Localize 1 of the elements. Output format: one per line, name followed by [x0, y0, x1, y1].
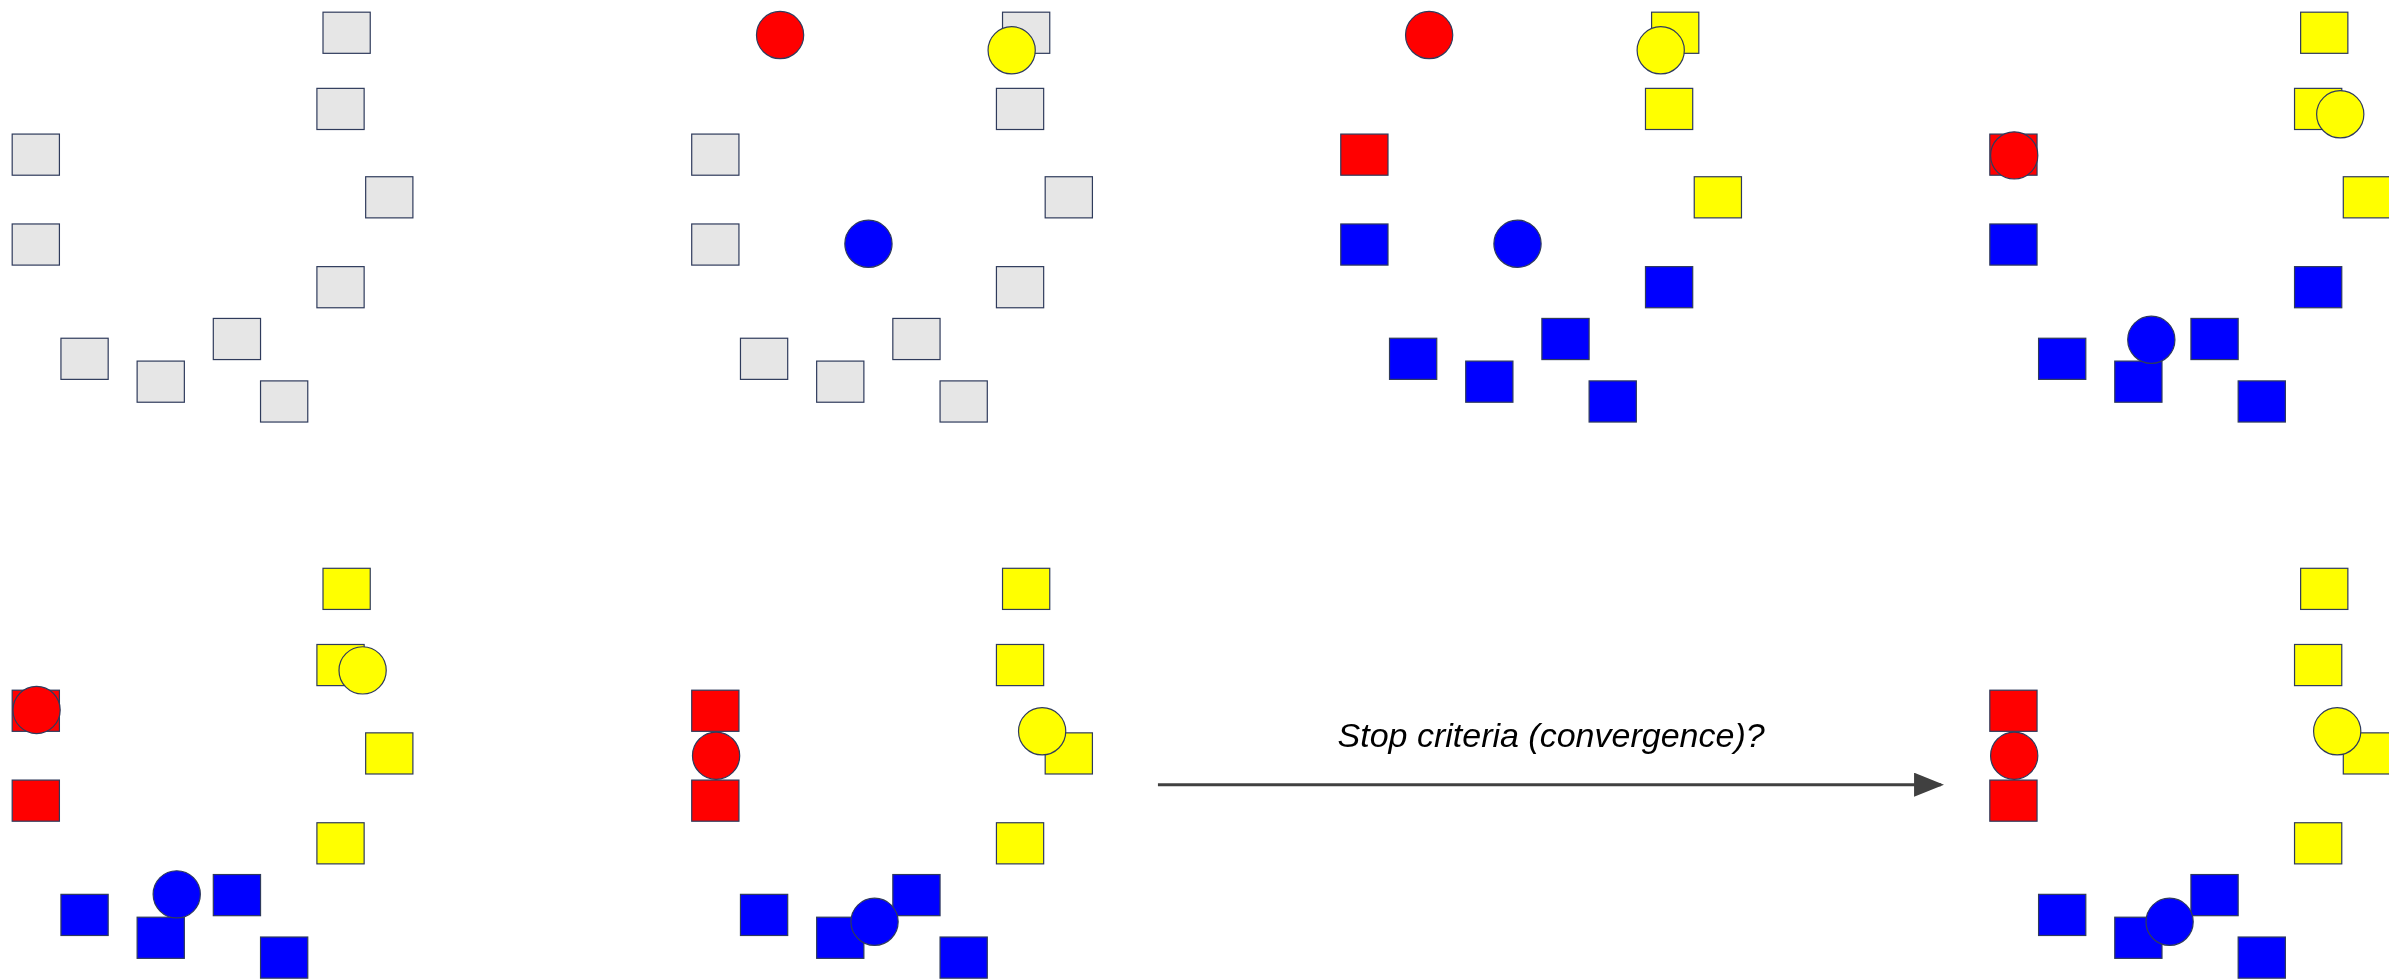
arrow-caption: Stop criteria (convergence)?	[1337, 716, 1765, 756]
